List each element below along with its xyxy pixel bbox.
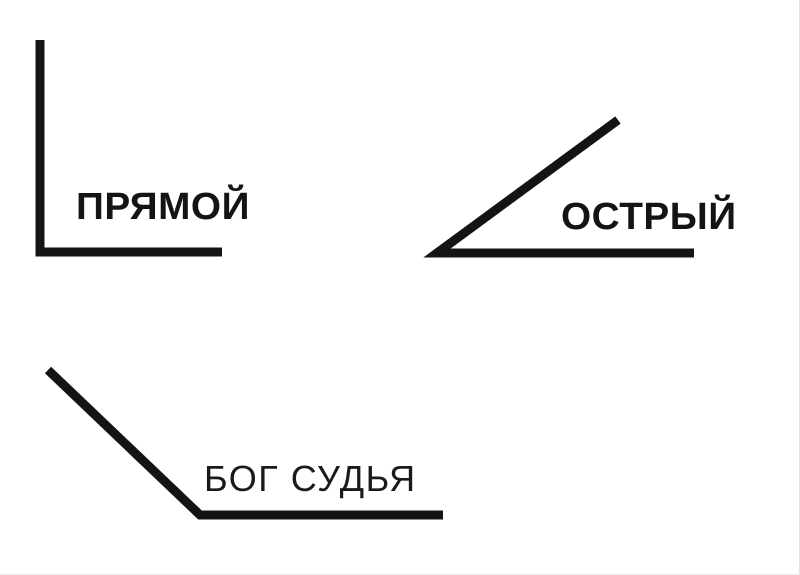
right-angle-label: ПРЯМОЙ bbox=[76, 186, 250, 228]
acute-angle-polyline bbox=[423, 116, 694, 258]
acute-angle-label: ОСТРЫЙ bbox=[561, 196, 737, 238]
obtuse-angle-polyline bbox=[44, 366, 443, 520]
right-angle-polyline bbox=[35, 40, 222, 257]
obtuse-angle-label: БОГ СУДЬЯ bbox=[204, 458, 417, 499]
